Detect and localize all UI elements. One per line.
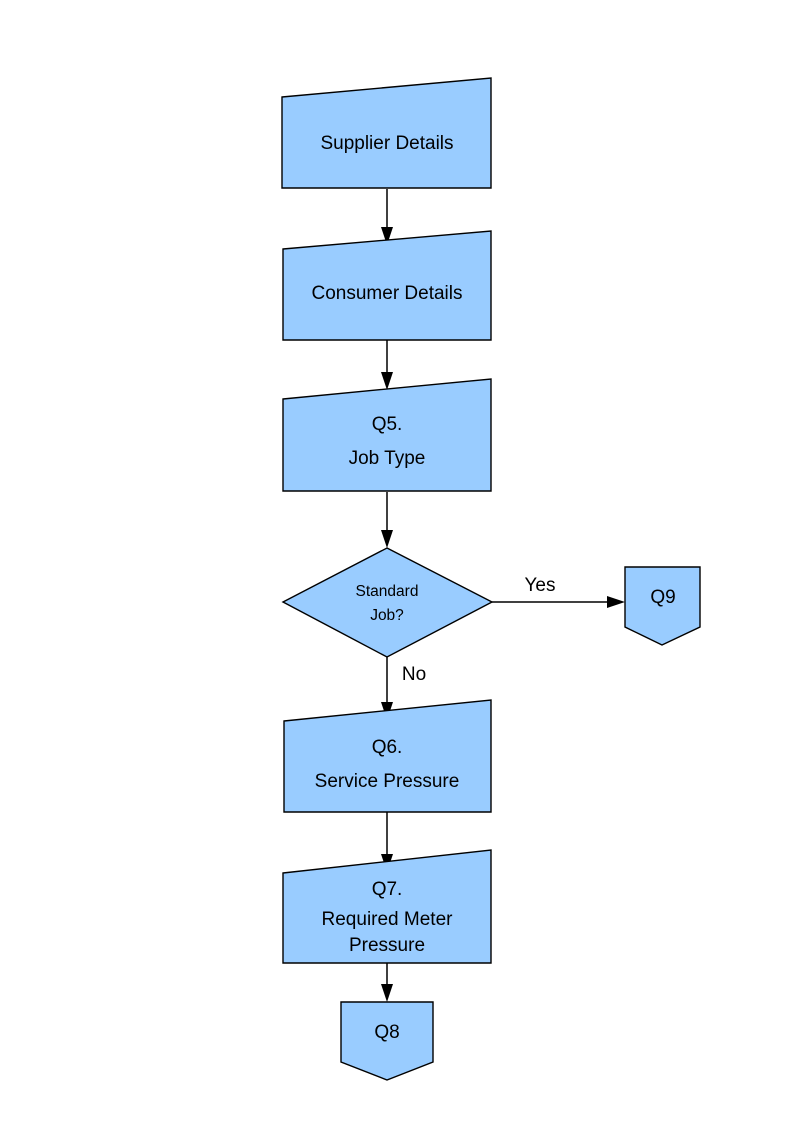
node-q6-service-pressure[interactable]: Q6. Service Pressure: [283, 699, 492, 813]
node-q6-service-pressure-label-line1: Q6.: [372, 737, 403, 758]
node-supplier-details[interactable]: Supplier Details: [281, 77, 492, 189]
connector-decision-to-q9: [492, 596, 625, 608]
connector-supplier-to-consumer: [381, 189, 393, 245]
node-standard-job-decision-label-line2: Job?: [370, 607, 404, 624]
node-supplier-details-label: Supplier Details: [320, 133, 453, 154]
node-q9-label: Q9: [650, 587, 675, 608]
node-q6-service-pressure-label-line2: Service Pressure: [315, 771, 460, 792]
node-q7-required-meter-pressure-label-line2: Required Meter: [322, 909, 454, 930]
node-q5-job-type-label-line2: Job Type: [349, 448, 426, 469]
node-q8[interactable]: Q8: [340, 1001, 434, 1081]
node-standard-job-decision[interactable]: Standard Job?: [281, 547, 494, 658]
node-q5-job-type-label-line1: Q5.: [372, 414, 403, 435]
node-q9[interactable]: Q9: [624, 566, 701, 646]
node-q5-job-type[interactable]: Q5. Job Type: [282, 378, 492, 492]
connector-consumer-to-q5: [381, 340, 393, 390]
node-q7-required-meter-pressure-label-line1: Q7.: [372, 879, 403, 900]
node-consumer-details-label: Consumer Details: [312, 283, 463, 304]
connector-q7-to-q8: [381, 963, 393, 1002]
node-q7-required-meter-pressure-label-line3: Pressure: [349, 935, 425, 956]
node-q7-required-meter-pressure[interactable]: Q7. Required Meter Pressure: [282, 849, 492, 964]
node-q8-label: Q8: [374, 1022, 399, 1043]
node-consumer-details[interactable]: Consumer Details: [282, 230, 492, 341]
edge-label-no: No: [402, 664, 426, 685]
node-standard-job-decision-label-line1: Standard: [356, 583, 419, 600]
connector-q5-to-decision: [381, 492, 393, 548]
edge-label-yes: Yes: [525, 575, 556, 596]
